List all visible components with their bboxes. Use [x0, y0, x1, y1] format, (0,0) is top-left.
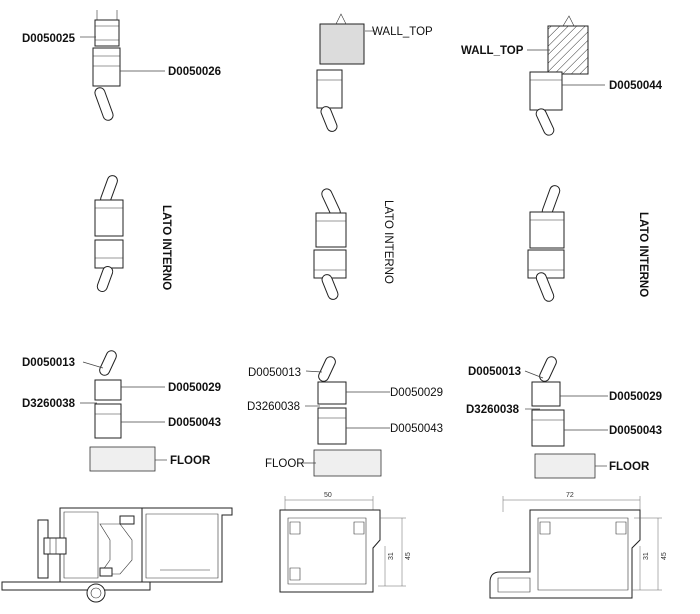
label-d0050029-2: D0050029 — [390, 387, 443, 399]
detail-top-middle — [316, 13, 375, 132]
label-d3260038-1: D3260038 — [22, 398, 76, 410]
detail-mid-left — [94, 175, 124, 293]
dim-72-width: 72 — [566, 492, 574, 499]
label-d0050026: D0050026 — [168, 66, 221, 78]
label-floor-3: FLOOR — [609, 461, 650, 473]
label-d3260038-3: D3260038 — [466, 404, 520, 416]
label-d0050043-1: D0050043 — [168, 417, 221, 429]
dim-50-h1: 31 — [388, 552, 395, 560]
dim-50-width: 50 — [324, 492, 332, 499]
label-d0050013-3: D0050013 — [468, 366, 521, 378]
section-50 — [279, 496, 406, 593]
profile-d0050025 — [94, 19, 120, 47]
label-d0050029-1: D0050029 — [168, 382, 221, 394]
hinge-pin — [86, 583, 106, 603]
detail-bottom-middle — [297, 356, 390, 477]
label-d0050025: D0050025 — [22, 33, 76, 45]
wall-block — [319, 23, 365, 65]
floor-slab-1 — [89, 446, 156, 472]
label-d0050044: D0050044 — [609, 80, 663, 92]
label-d0050013-1: D0050013 — [22, 357, 75, 369]
floor-slab-3 — [534, 453, 596, 479]
label-d0050013-2: D0050013 — [248, 367, 301, 379]
detail-mid-middle — [313, 188, 347, 300]
floor-slab-2 — [313, 449, 382, 477]
label-wall-top-1: WALL_TOP — [372, 26, 433, 38]
label-lato-interno-1: LATO INTERNO — [160, 205, 172, 290]
wall-block-right — [547, 25, 589, 75]
profile-d0050026 — [92, 47, 121, 87]
detail-bottom-right — [524, 356, 608, 479]
dim-50-h2: 45 — [405, 552, 412, 560]
detail-bottom-left — [80, 350, 167, 472]
label-wall-top-2: WALL_TOP — [461, 45, 524, 57]
label-d0050043-3: D0050043 — [609, 425, 662, 437]
label-d0050029-3: D0050029 — [609, 391, 662, 403]
profile-top-middle — [316, 69, 343, 109]
label-d3260038-2: D3260038 — [247, 401, 300, 413]
label-lato-interno-3: LATO INTERNO — [637, 212, 649, 297]
label-floor-1: FLOOR — [170, 455, 211, 467]
section-72 — [489, 496, 662, 599]
dim-72-h1: 31 — [643, 552, 650, 560]
label-floor-2: FLOOR — [265, 458, 305, 470]
detail-mid-right — [527, 185, 565, 302]
gasket-handle — [94, 87, 114, 121]
label-lato-interno-2: LATO INTERNO — [382, 200, 394, 284]
label-d0050043-2: D0050043 — [390, 423, 443, 435]
gasket-top-middle — [320, 106, 338, 132]
profile-d0050044 — [529, 71, 563, 111]
section-assembly — [1, 507, 233, 603]
gasket-top-right — [535, 108, 555, 136]
dim-72-h2: 45 — [661, 552, 668, 560]
detail-top-right — [527, 15, 605, 136]
detail-top-left — [80, 10, 165, 121]
